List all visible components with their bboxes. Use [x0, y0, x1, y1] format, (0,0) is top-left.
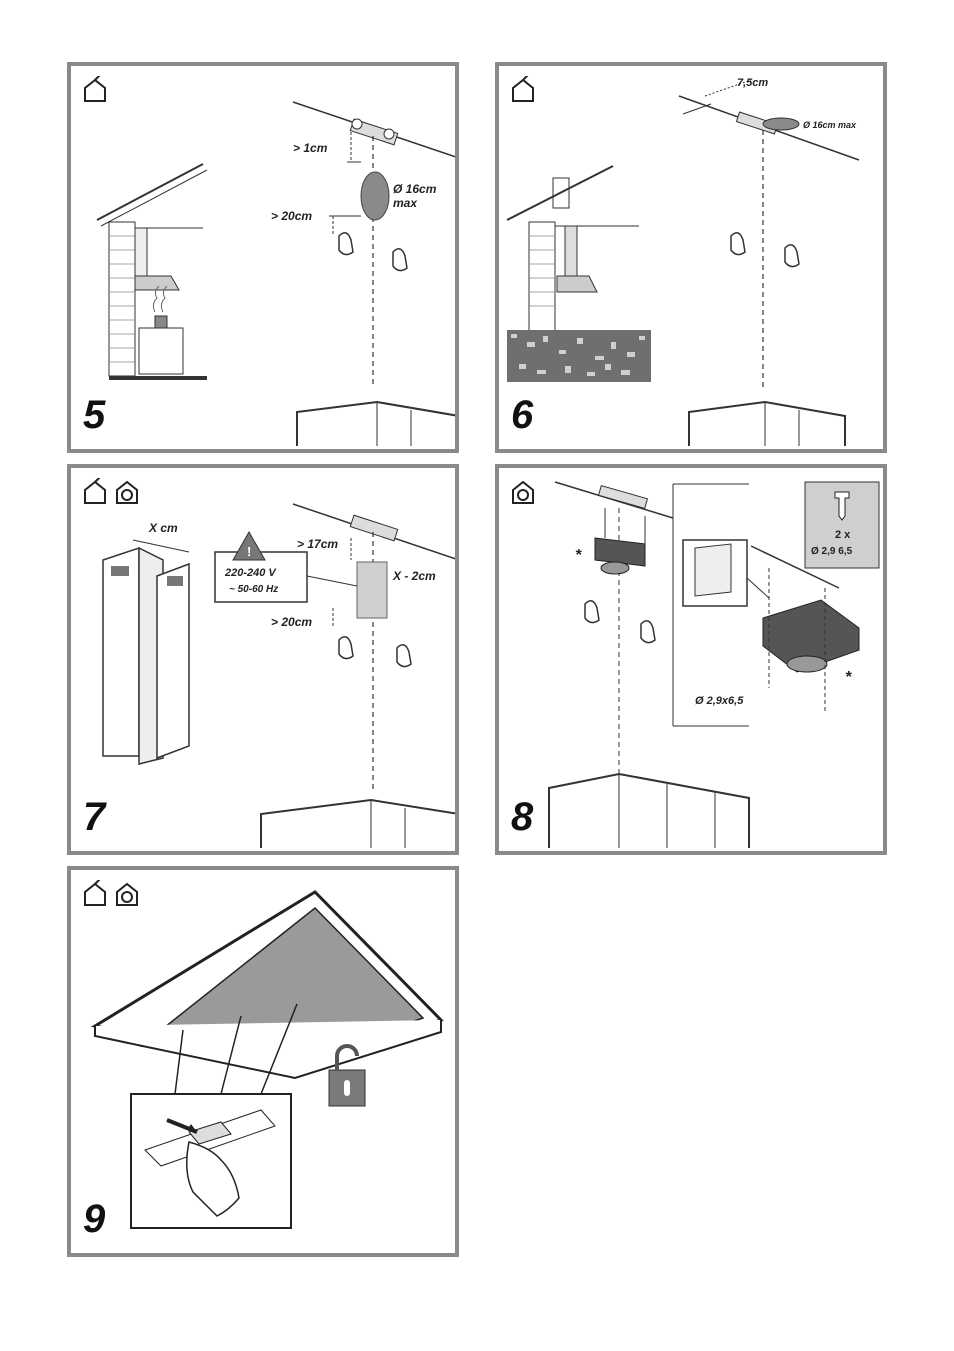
chimney-exhaust-icon [84, 76, 106, 102]
voltage-label: 220-240 V [224, 567, 277, 579]
hole-diameter-label: Ø 16cm max [393, 182, 437, 210]
wall-plug-right [392, 248, 408, 272]
mode-icons [509, 76, 537, 104]
panel-step-8: * * Ø 2,9x6,5 2 x Ø 2,9 6,5 8 [495, 464, 887, 855]
step-number: 5 [83, 393, 106, 437]
wall-plug-left [338, 232, 354, 256]
step-number: 6 [511, 393, 534, 437]
chimney-exhaust-icon [84, 880, 106, 906]
asterisk-left: * [575, 547, 582, 564]
chimney-exhaust-icon [512, 76, 534, 102]
mode-icons [81, 880, 141, 908]
recirculation-icon [116, 882, 138, 906]
panel-step-6: 7,5cm Ø 16cm max 6 [495, 62, 887, 453]
mode-icons [509, 478, 537, 506]
step-9-illustration [90, 890, 444, 1229]
frequency-label: ~ 50-60 Hz [229, 584, 278, 595]
screw-size-box-label: Ø 2,9 6,5 [811, 546, 853, 557]
step-6-illustration: 7,5cm Ø 16cm max [506, 77, 860, 446]
gap-side-label: > 20cm [271, 209, 312, 223]
recirculation-icon [116, 480, 138, 504]
step-number: 8 [511, 795, 534, 839]
step-5-illustration: > 1cm > 20cm [96, 101, 455, 446]
screw-qty-label: 2 x [835, 529, 851, 541]
gap-side-label: > 20cm [271, 615, 312, 629]
asterisk-right: * [845, 669, 852, 686]
panel-step-5: > 1cm > 20cm Ø 16cm max 5 [67, 62, 459, 453]
width-label: X cm [148, 521, 178, 535]
svg-text:!: ! [247, 544, 251, 559]
panel-step-9: 9 [67, 866, 459, 1257]
screw-size-label: Ø 2,9x6,5 [695, 695, 744, 707]
step-8-illustration: * * Ø 2,9x6,5 2 x Ø 2,9 6,5 [548, 481, 880, 848]
step-7-illustration: ! X cm > 17cm 220-240 V ~ 50-60 Hz X - 2… [102, 503, 455, 848]
step-number: 7 [83, 795, 106, 839]
offset-label: 7,5cm [737, 77, 768, 89]
step-number: 9 [83, 1197, 106, 1241]
gap-top-label: > 17cm [297, 537, 338, 551]
chimney-exhaust-icon [84, 478, 106, 504]
mode-icons [81, 478, 141, 506]
gap-top-label: > 1cm [293, 141, 328, 155]
hole-diameter-label: Ø 16cm max [803, 120, 857, 130]
mode-icons [81, 76, 109, 104]
recirculation-icon [512, 480, 534, 504]
panel-step-7: ! X cm > 17cm 220-240 V ~ 50-60 Hz X - 2… [67, 464, 459, 855]
offset-label: X - 2cm [392, 569, 436, 583]
